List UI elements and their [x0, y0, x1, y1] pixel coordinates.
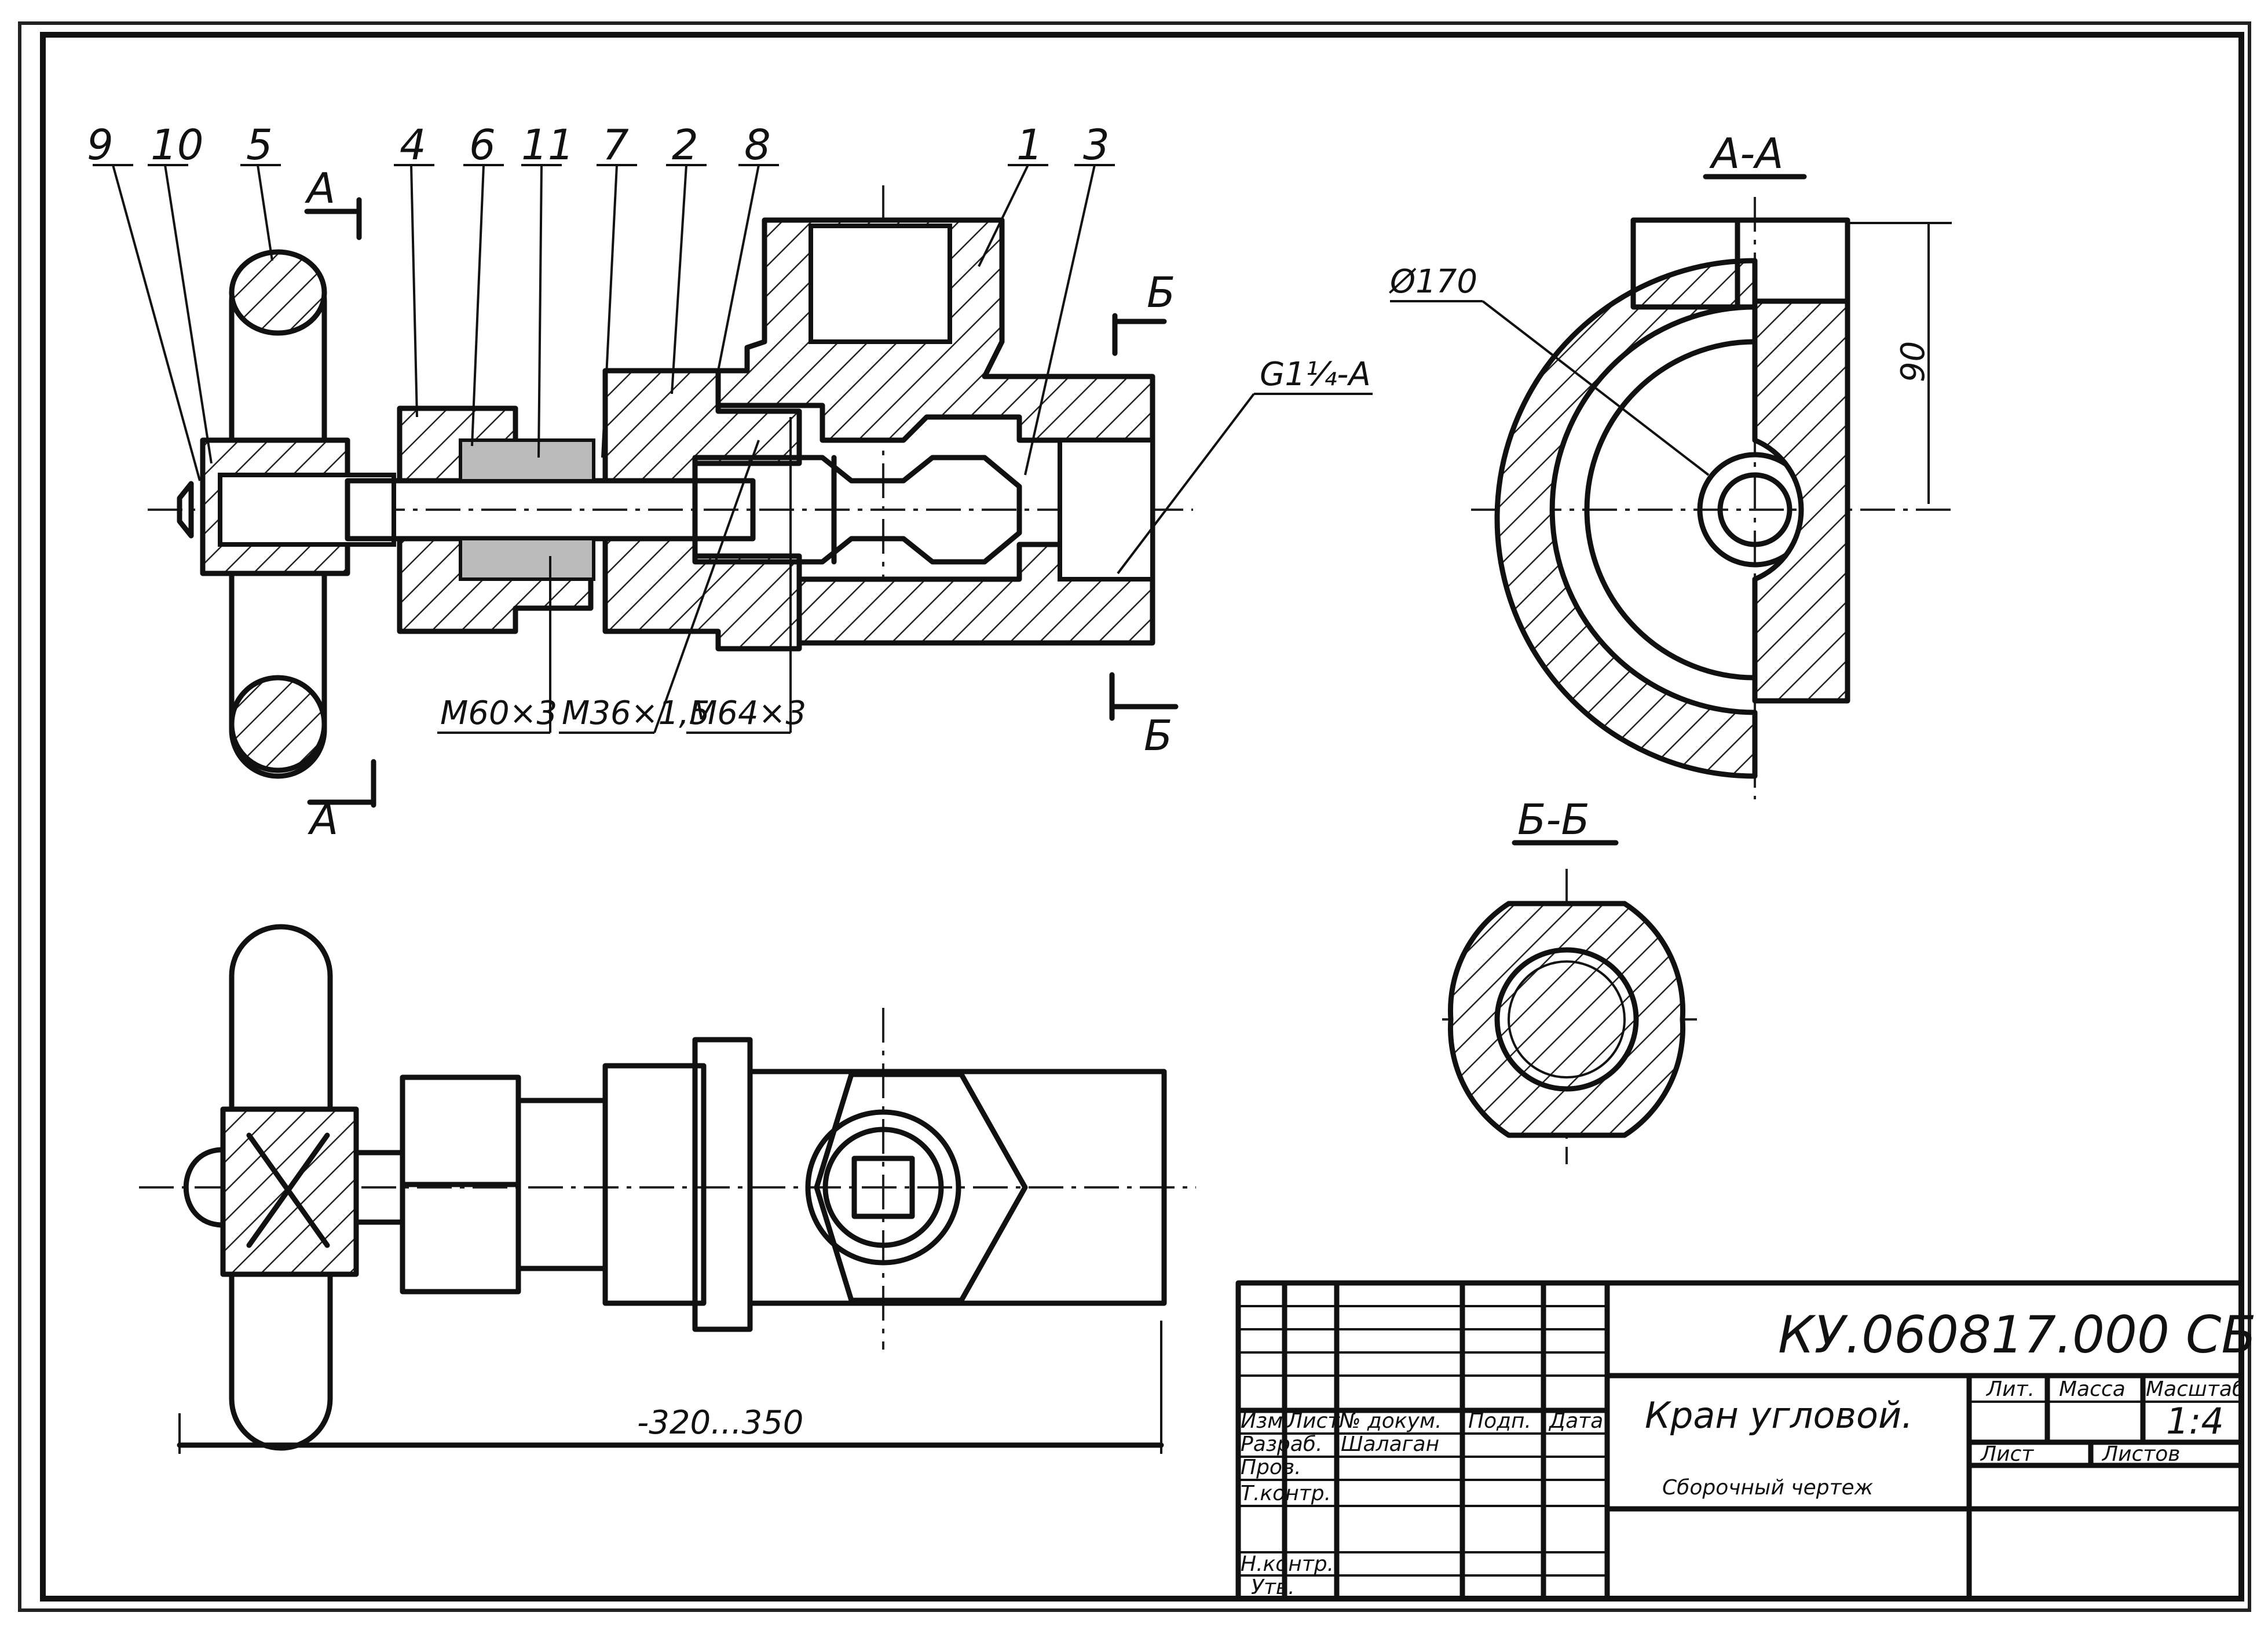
leader-6: 6: [469, 120, 496, 169]
handwheel-rim-section-bottom: [229, 675, 327, 773]
sheets-label: Листов: [2101, 1442, 2180, 1466]
section-mark-b-top: Б: [1147, 268, 1175, 317]
leader-10: 10: [151, 120, 204, 169]
scale-value: 1:4: [2166, 1400, 2224, 1442]
thread-m36: M36×1,5: [562, 694, 710, 732]
body-block: [747, 1069, 1167, 1306]
leader-3: 3: [1083, 120, 1110, 169]
document-type: Сборочный чертеж: [1662, 1476, 1874, 1500]
row-prov: Пров.: [1241, 1456, 1301, 1479]
col-date: Дата: [1548, 1409, 1603, 1433]
hex-head: [1630, 217, 1850, 310]
leader-1: 1: [1016, 120, 1043, 169]
section-mark-a-bottom: А: [308, 795, 338, 844]
section-aa: А-А 90 Ø170: [1389, 129, 1955, 799]
section-aa-title: А-А: [1709, 129, 1784, 178]
col-doc: № докум.: [1338, 1409, 1442, 1433]
developer-name: Шалаган: [1341, 1432, 1439, 1456]
inner-frame: [40, 32, 2244, 1602]
leader-7: 7: [602, 120, 629, 169]
bonnet-hex: [602, 1063, 707, 1306]
leader-11: 11: [521, 120, 575, 169]
handle-knob: [183, 1147, 226, 1228]
overall-length: -320...350: [637, 1404, 803, 1442]
handwheel-rim-section-top: [229, 249, 327, 336]
diameter-dim: Ø170: [1389, 263, 1477, 301]
row-tkontr: Т.контр.: [1241, 1482, 1331, 1505]
hub-nut: [177, 481, 194, 539]
title-block: Изм Лист № докум. Подп. Дата Разраб. Шал…: [1235, 1280, 2256, 1602]
body-hex-boss: [814, 1072, 1028, 1303]
leader-5: 5: [246, 120, 273, 169]
leader-9: 9: [87, 120, 114, 169]
scale-label: Масштаб: [2146, 1377, 2245, 1401]
external-view: -320...350: [139, 924, 1196, 1454]
drawing-name: Кран угловой.: [1645, 1394, 1913, 1436]
lit-label: Лит.: [1985, 1377, 2035, 1401]
section-bb-title: Б-Б: [1517, 795, 1590, 844]
row-utv: Утв.: [1251, 1575, 1295, 1599]
col-list: Лист: [1286, 1409, 1340, 1433]
body-cross-section: [1447, 901, 1686, 1138]
part-leaders: [93, 164, 1115, 481]
outlet-bore: [805, 1109, 961, 1266]
bore-circle: [1494, 947, 1639, 1092]
row-nkontr: Н.контр.: [1241, 1552, 1334, 1576]
section-bb: Б-Б: [1442, 795, 1697, 1164]
bonnet-lower: [602, 536, 802, 652]
thread-m60: M60×3: [440, 694, 557, 732]
height-dim: 90: [1894, 341, 1932, 382]
handwheel-sector: [1494, 258, 1758, 779]
col-izm: Изм: [1241, 1409, 1283, 1433]
drawing-designation: КУ.060817.000 СБ: [1778, 1305, 2256, 1365]
sheet-label: Лист: [1980, 1442, 2034, 1466]
section-mark-b-bottom: Б: [1144, 711, 1172, 760]
row-razrab: Разраб.: [1241, 1432, 1322, 1456]
thread-m64: M64×3: [689, 694, 806, 732]
main-section-view: 9 10 5 4 6 11 7 2 8 1 3 А А Б Б M60×3 M3…: [87, 120, 1373, 844]
leader-2: 2: [672, 120, 698, 169]
outer-frame: [18, 21, 2251, 1612]
mass-label: Масса: [2059, 1377, 2126, 1401]
section-mark-a-top: А: [305, 164, 335, 213]
leader-4: 4: [400, 120, 426, 169]
leader-8: 8: [744, 120, 771, 169]
col-sign: Подп.: [1468, 1409, 1531, 1433]
pipe-thread: G1¼-A: [1260, 356, 1371, 393]
